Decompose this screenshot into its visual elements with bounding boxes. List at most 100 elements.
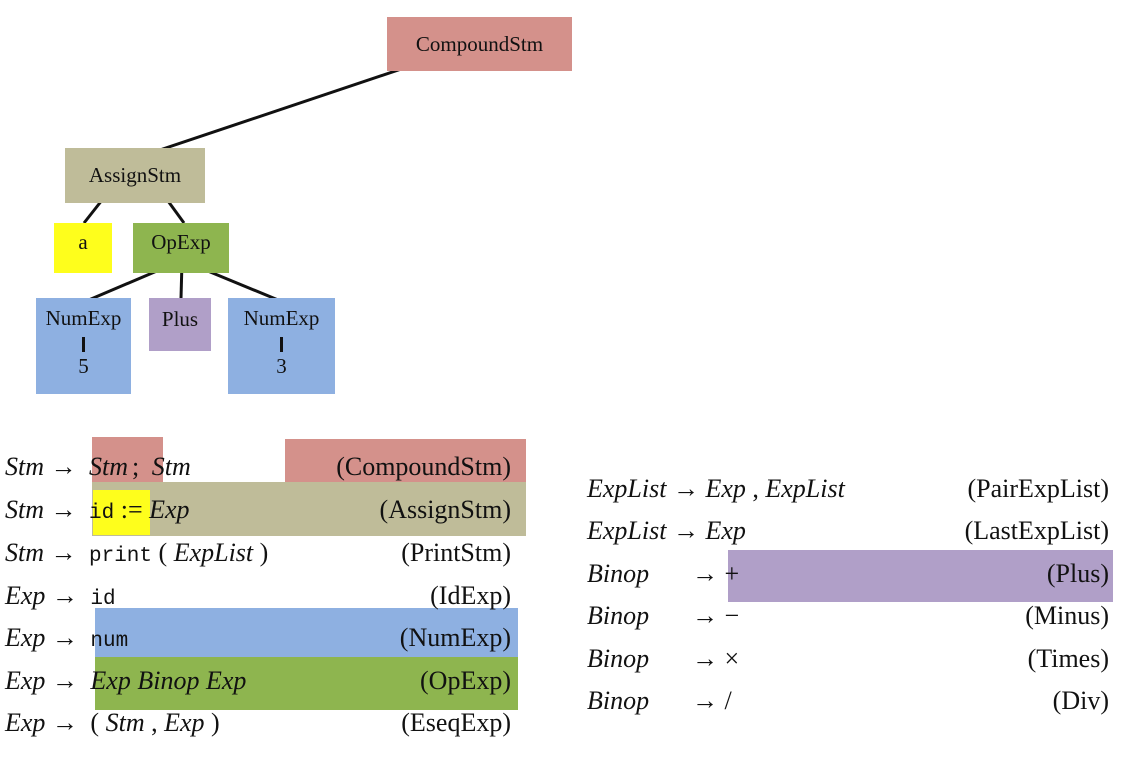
- arrow: →: [50, 495, 77, 524]
- lhs: Binop: [587, 686, 650, 715]
- node-plus-label: Plus: [161, 307, 199, 331]
- arrow: →: [692, 601, 718, 630]
- rhs-part: ExpList: [173, 538, 254, 567]
- cons-printstm: (PrintStm): [401, 538, 511, 567]
- rhs-part: id: [90, 588, 116, 611]
- lhs: ExpList: [587, 474, 667, 503]
- rhs-part: ,: [151, 708, 158, 737]
- arrow: →: [51, 623, 78, 652]
- cons-minus: (Minus): [1025, 601, 1109, 630]
- highlight-assign: [92, 482, 526, 536]
- grammar-right-row-1: ExpList → Exp , ExpList: [587, 476, 845, 502]
- node-opexp: OpExp: [133, 223, 229, 273]
- lhs: Stm: [5, 538, 44, 567]
- node-assignstm-label: AssignStm: [88, 163, 182, 187]
- arrow: →: [692, 686, 718, 715]
- arrow: →: [50, 452, 77, 481]
- lhs: Binop: [587, 601, 650, 630]
- node-compoundstm-label: CompoundStm: [415, 31, 544, 56]
- arrow: →: [50, 538, 77, 567]
- grammar-left-row-6: Exp → Exp Binop Exp: [5, 668, 246, 694]
- node-numexp-right-connector: [280, 337, 283, 352]
- node-ident-label: a: [78, 229, 88, 254]
- lhs: Stm: [5, 495, 44, 524]
- node-numexp-left-value: 5: [78, 354, 89, 378]
- rhs-part: ExpList: [765, 474, 845, 503]
- arrow: →: [692, 559, 718, 588]
- rhs-part: −: [724, 601, 740, 630]
- highlight-plus: [728, 550, 1113, 602]
- grammar-right-row-5: Binop → ×: [587, 646, 739, 672]
- lhs: Exp: [5, 666, 46, 695]
- node-numexp-left: NumExp 5: [36, 298, 131, 394]
- rhs-part: Exp: [149, 495, 190, 524]
- node-compoundstm: CompoundStm: [387, 17, 572, 71]
- rhs-part: (: [90, 708, 100, 737]
- arrow: →: [51, 581, 78, 610]
- grammar-right-row-3: Binop → +: [587, 561, 739, 587]
- rhs-part: Exp Binop Exp: [90, 666, 247, 695]
- grammar-right-row-2: ExpList → Exp: [587, 518, 746, 544]
- rhs-part: ,: [752, 474, 759, 503]
- rhs-part: ;: [132, 452, 140, 481]
- rhs-part: Exp: [164, 708, 205, 737]
- cons-assignstm: (AssignStm): [379, 495, 511, 524]
- rhs-part: (: [158, 538, 168, 567]
- cons-numexp: (NumExp): [399, 623, 511, 652]
- rhs-part: ×: [724, 644, 740, 673]
- node-numexp-left-label: NumExp: [45, 306, 122, 330]
- highlight-assign-id: [93, 490, 150, 535]
- rhs-part: num: [90, 630, 129, 653]
- lhs: Exp: [5, 623, 46, 652]
- arrow: →: [672, 516, 699, 545]
- arrow: →: [672, 474, 699, 503]
- cons-times: (Times): [1027, 644, 1109, 673]
- node-numexp-right-value: 3: [276, 354, 287, 378]
- grammar-right-row-6: Binop → /: [587, 688, 732, 714]
- rhs-part: :=: [120, 495, 143, 524]
- node-opexp-label: OpExp: [151, 229, 211, 254]
- grammar-left-row-3: Stm → print ( ExpList ): [5, 538, 268, 568]
- cons-compoundstm: (CompoundStm): [336, 452, 511, 481]
- rhs-part: Stm: [105, 708, 145, 737]
- cons-plus: (Plus): [1046, 559, 1109, 588]
- grammar-left-row-4: Exp → id: [5, 581, 116, 611]
- grammar-left-row-2: Stm → id := Exp: [5, 495, 190, 525]
- rhs-part: print: [89, 545, 153, 568]
- cons-pairexplist: (PairExpList): [967, 474, 1109, 503]
- grammar-right-row-4: Binop → −: [587, 603, 739, 629]
- rhs-part: ): [211, 708, 220, 737]
- lhs: ExpList: [587, 516, 667, 545]
- cons-opexp: (OpExp): [420, 666, 511, 695]
- node-plus: Plus: [149, 298, 211, 351]
- cons-idexp: (IdExp): [430, 581, 511, 610]
- node-numexp-right: NumExp 3: [228, 298, 335, 394]
- rhs-part: Stm: [151, 452, 191, 481]
- lhs: Exp: [5, 581, 46, 610]
- highlight-numexp: [95, 608, 518, 658]
- highlight-opexp: [95, 657, 518, 710]
- rhs-part: Exp: [705, 474, 746, 503]
- lhs: Exp: [5, 708, 46, 737]
- grammar-left-row-5: Exp → num: [5, 623, 129, 653]
- cons-lastexplist: (LastExpList): [964, 516, 1109, 545]
- lhs: Stm: [5, 452, 44, 481]
- rhs-part: /: [724, 686, 732, 715]
- arrow: →: [51, 708, 78, 737]
- arrow: →: [692, 644, 718, 673]
- grammar-left-row-1: Stm → Stm; Stm: [5, 454, 191, 480]
- lhs: Binop: [587, 644, 650, 673]
- cons-eseqexp: (EseqExp): [401, 708, 511, 737]
- rhs-part: Stm: [89, 452, 128, 481]
- rhs-part: +: [724, 559, 740, 588]
- rhs-part: id: [89, 502, 115, 525]
- rhs-part: Exp: [705, 516, 746, 545]
- lhs: Binop: [587, 559, 650, 588]
- node-ident: a: [54, 223, 112, 273]
- node-assignstm: AssignStm: [65, 148, 205, 203]
- node-numexp-left-connector: [82, 337, 85, 352]
- node-numexp-right-label: NumExp: [243, 306, 320, 330]
- cons-div: (Div): [1052, 686, 1109, 715]
- grammar-left-row-7: Exp → ( Stm , Exp ): [5, 710, 220, 736]
- arrow: →: [51, 666, 78, 695]
